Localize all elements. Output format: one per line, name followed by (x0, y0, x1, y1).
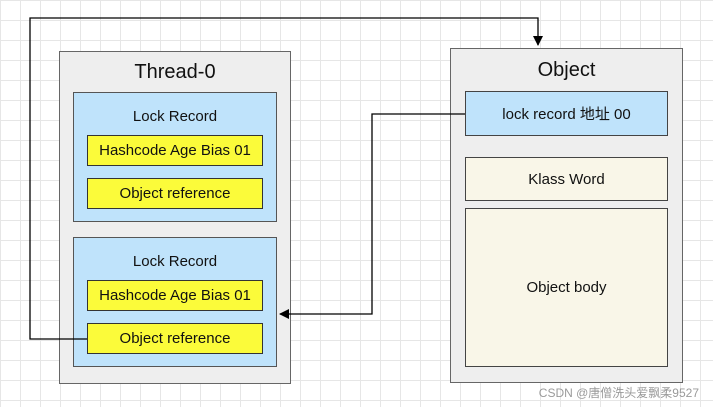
reference-to-object-arrow (29, 17, 543, 340)
lock-record-1-object-reference: Object reference (87, 178, 263, 209)
object-header-cell: lock record 地址 00 (465, 91, 668, 136)
lock-record-1-mark-word: Hashcode Age Bias 01 (87, 135, 263, 166)
klass-word-cell: Klass Word (465, 157, 668, 201)
object-title: Object (537, 59, 596, 81)
lock-record-1-label: Lock Record (132, 108, 218, 125)
thread-0-title: Thread-0 (134, 61, 216, 83)
lock-record-2-label: Lock Record (132, 253, 218, 270)
object-body-cell: Object body (465, 208, 668, 367)
lock-record-2-object-reference: Object reference (87, 323, 263, 354)
csdn-watermark: CSDN @唐僧洗头爱飘柔9527 (538, 386, 699, 400)
lock-record-2-mark-word: Hashcode Age Bias 01 (87, 280, 263, 311)
header-to-lock-record-arrow (279, 113, 465, 319)
